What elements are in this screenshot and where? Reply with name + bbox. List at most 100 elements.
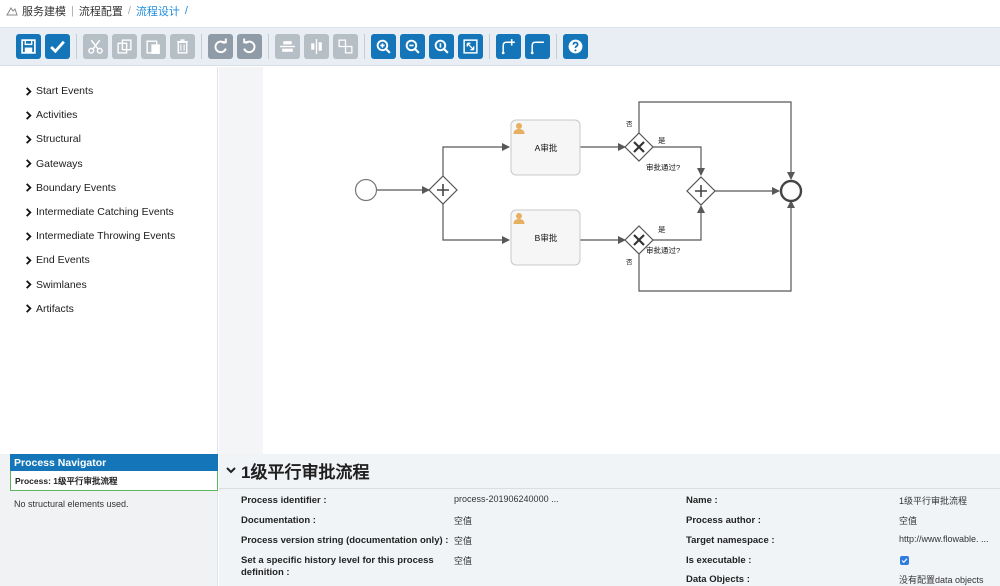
- diagram-canvas[interactable]: A审批 B审批 审批通过? 审批通过? 是 是: [263, 67, 1000, 454]
- properties-title[interactable]: 1级平行审批流程: [225, 458, 369, 482]
- breadcrumb-separator: /: [184, 5, 188, 17]
- zoom-out-button[interactable]: [400, 34, 425, 59]
- palette-group-swimlanes[interactable]: Swimlanes: [0, 273, 217, 297]
- check-icon: [50, 40, 65, 54]
- flow-gateway-a-yes[interactable]: [653, 146, 705, 176]
- delete-button[interactable]: [170, 34, 195, 59]
- palette-group-label: Swimlanes: [36, 278, 87, 291]
- property-documentation-label: Documentation :: [241, 515, 316, 526]
- palette-group-label: Structural: [36, 133, 81, 146]
- palette-group-list: Start Events Activities Structural Gatew…: [0, 67, 217, 321]
- palette-group-boundary-events[interactable]: Boundary Events: [0, 176, 217, 200]
- flow-b-no-label: 否: [626, 258, 633, 266]
- validate-button[interactable]: [45, 34, 70, 59]
- redo-button[interactable]: [208, 34, 233, 59]
- property-history-level-value[interactable]: 空值: [454, 556, 473, 566]
- help-button[interactable]: [563, 34, 588, 59]
- flow-gateway-b-yes[interactable]: [653, 205, 705, 241]
- task-b-label: B审批: [535, 233, 558, 243]
- exclusive-gateway-b[interactable]: [624, 225, 654, 255]
- user-task-a[interactable]: A审批: [510, 119, 581, 176]
- property-author-value[interactable]: 空值: [899, 516, 918, 526]
- user-task-b[interactable]: B审批: [510, 209, 581, 266]
- property-target-namespace-value[interactable]: http://www.flowable. ...: [899, 534, 989, 544]
- property-author-label: Process author :: [686, 515, 761, 526]
- property-process-identifier-value[interactable]: process-201906240000 ...: [454, 494, 559, 504]
- paste-button[interactable]: [141, 34, 166, 59]
- align-horizontal-icon: [280, 41, 295, 52]
- palette-group-label: Boundary Events: [36, 181, 116, 194]
- property-version-string-value[interactable]: 空值: [454, 536, 473, 546]
- start-event[interactable]: [354, 178, 378, 202]
- check-icon: [901, 558, 908, 564]
- flow-fork-to-task-a[interactable]: [442, 143, 510, 176]
- zoom-fit-button[interactable]: [458, 34, 483, 59]
- is-executable-checkbox[interactable]: [900, 556, 909, 567]
- chevron-right-icon: [26, 280, 32, 289]
- align-horizontal-button[interactable]: [275, 34, 300, 59]
- same-size-button[interactable]: [333, 34, 358, 59]
- chevron-right-icon: [26, 86, 32, 96]
- palette-group-activities[interactable]: Activities: [0, 103, 217, 127]
- palette-group-gateways[interactable]: Gateways: [0, 152, 217, 176]
- parallel-gateway-fork[interactable]: [428, 175, 458, 205]
- chevron-right-icon: [26, 111, 32, 120]
- breadcrumb-item-process-design[interactable]: 流程设计: [135, 6, 180, 18]
- palette-group-intermediate-catching-events[interactable]: Intermediate Catching Events: [0, 200, 217, 224]
- palette-group-label: Gateways: [36, 157, 83, 170]
- editor-toolbar: [0, 27, 1000, 66]
- zoom-actual-icon: [434, 39, 449, 54]
- bend-add-icon: [501, 39, 515, 55]
- process-navigator: Process Navigator Process: 1级平行审批流程: [10, 454, 218, 586]
- palette-group-end-events[interactable]: End Events: [0, 248, 217, 272]
- user-icon: [513, 213, 525, 224]
- property-name-value[interactable]: 1级平行审批流程: [899, 496, 968, 506]
- property-history-level-label: Set a specific history level for this pr…: [241, 555, 434, 578]
- navigator-empty-message: No structural elements used.: [14, 499, 129, 509]
- same-size-icon: [338, 39, 353, 54]
- bend-remove-icon: [530, 41, 544, 55]
- add-bendpoint-button[interactable]: [496, 34, 521, 59]
- flow-labels: 审批通过? 审批通过? 是 是 否 否: [626, 120, 680, 266]
- zoom-actual-button[interactable]: [429, 34, 454, 59]
- breadcrumb-item-process-config[interactable]: 流程配置: [78, 6, 123, 18]
- flow-fork-to-task-b[interactable]: [442, 204, 510, 244]
- palette-group-start-events[interactable]: Start Events: [0, 79, 217, 103]
- palette-group-artifacts[interactable]: Artifacts: [0, 297, 217, 321]
- breadcrumb-item-service-model[interactable]: 服务建模: [22, 6, 66, 18]
- help-icon: [568, 39, 583, 54]
- cut-button[interactable]: [83, 34, 108, 59]
- parallel-gateway-join[interactable]: [686, 176, 716, 206]
- property-data-objects-label: Data Objects :: [686, 574, 750, 585]
- save-button[interactable]: [16, 34, 41, 59]
- shape-palette: Start Events Activities Structural Gatew…: [0, 67, 218, 454]
- property-version-string-label: Process version string (documentation on…: [241, 535, 449, 546]
- align-vertical-button[interactable]: [304, 34, 329, 59]
- chevron-right-icon: [26, 256, 32, 265]
- undo-button[interactable]: [237, 34, 262, 59]
- gateway-a-condition-label: 审批通过?: [646, 162, 680, 172]
- properties-panel: 1级平行审批流程 Process identifier : process-20…: [219, 454, 1000, 586]
- navigator-process-item[interactable]: Process: 1级平行审批流程: [10, 471, 218, 491]
- property-documentation-value[interactable]: 空值: [454, 516, 473, 526]
- remove-bendpoint-button[interactable]: [525, 34, 550, 59]
- copy-button[interactable]: [112, 34, 137, 59]
- redo-icon: [214, 38, 227, 54]
- zoom-in-button[interactable]: [371, 34, 396, 59]
- flow-gateway-a-no[interactable]: [638, 101, 795, 180]
- cut-icon: [88, 39, 103, 54]
- exclusive-gateway-a[interactable]: [624, 132, 654, 162]
- end-event[interactable]: [779, 179, 803, 203]
- flow-gateway-b-no[interactable]: [638, 200, 795, 292]
- palette-group-structural[interactable]: Structural: [0, 127, 217, 151]
- chevron-right-icon: [26, 183, 32, 193]
- delete-icon: [177, 39, 188, 54]
- paste-icon: [146, 40, 160, 54]
- toolbar-separator: [76, 34, 77, 59]
- property-data-objects-value[interactable]: 没有配置data objects: [899, 575, 984, 585]
- breadcrumb-separator: |: [71, 5, 74, 17]
- palette-group-intermediate-throwing-events[interactable]: Intermediate Throwing Events: [0, 224, 217, 248]
- chevron-right-icon: [26, 159, 32, 168]
- property-name-label: Name :: [686, 495, 718, 506]
- property-target-namespace-label: Target namespace :: [686, 535, 775, 546]
